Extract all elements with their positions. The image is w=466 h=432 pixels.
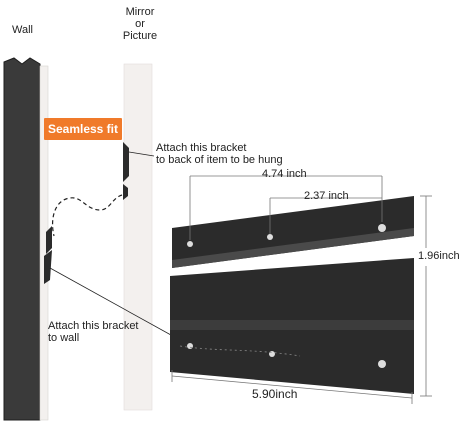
mirror-label-line2: or (135, 18, 145, 30)
top-leader-line (128, 151, 155, 157)
dimension-label-1-96: 1.96inch (418, 250, 460, 262)
bracket-illustration (170, 196, 414, 394)
dimension-label-5-90: 5.90inch (252, 387, 298, 401)
wall-label: Wall (12, 24, 33, 36)
attach-bottom-line1: Attach this bracket (48, 320, 139, 332)
attach-top-line1: Attach this bracket (156, 142, 247, 154)
attach-top-line2: to back of item to be hung (156, 154, 283, 166)
attach-bottom-line2: to wall (48, 332, 80, 344)
seamless-fit-badge: Seamless fit (44, 118, 122, 140)
dimension-label-4-74: 4.74 inch (262, 168, 307, 180)
mirror-label-line3: Picture (122, 30, 158, 42)
dimension-label-2-37: 2.37 inch (304, 190, 349, 202)
interlock-dashed-curve (51, 194, 123, 237)
wall-illustration (3, 57, 52, 421)
bottom-leader-line (49, 267, 181, 341)
mirror-illustration (123, 63, 153, 411)
mirror-label-line1: Mirror (125, 6, 155, 18)
dimension-lines (171, 175, 432, 404)
